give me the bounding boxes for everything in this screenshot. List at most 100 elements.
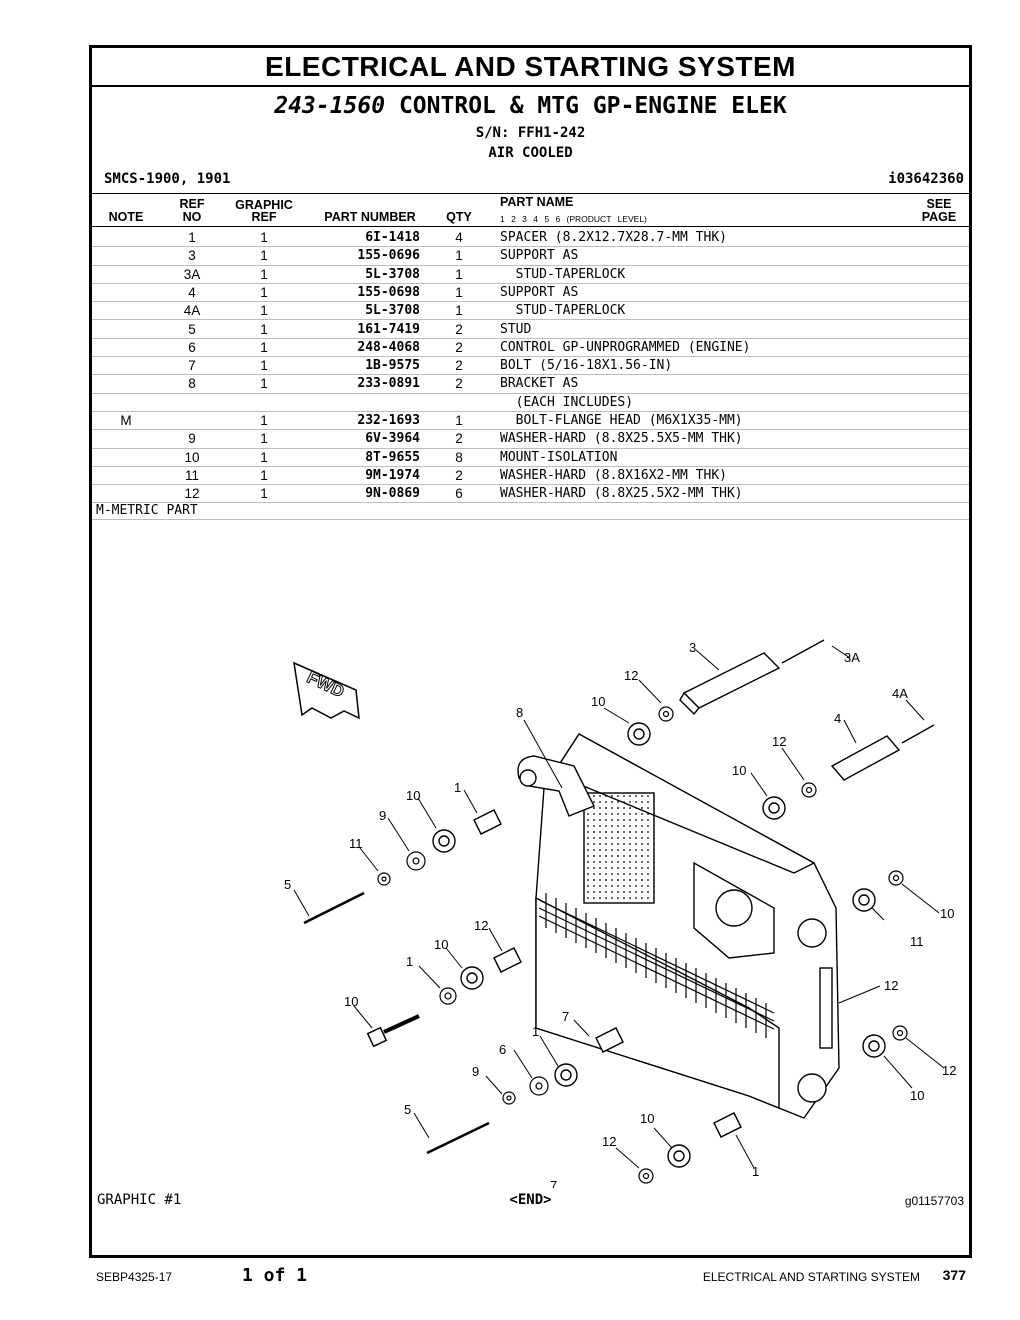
callout-label: 12 xyxy=(772,734,786,749)
row-part-number: 161-7419 xyxy=(357,321,420,337)
row-graphic-ref: 1 xyxy=(260,486,268,502)
table-row: 12 1 9N-0869 6 WASHER-HARD (8.8X25.5X2-MM TH… xyxy=(92,484,969,504)
row-graphic-ref: 1 xyxy=(260,321,268,337)
row-graphic-ref: 1 xyxy=(260,467,268,483)
row-ref-no: 9 xyxy=(188,431,196,447)
group-title: 243-1560 CONTROL & MTG GP-ENGINE ELEK xyxy=(92,93,969,119)
ecm-housing xyxy=(535,733,840,1119)
row-qty: 2 xyxy=(455,431,463,447)
bracket-part xyxy=(517,755,595,817)
row-graphic-ref: 1 xyxy=(260,266,268,282)
row-part-number: 9N-0869 xyxy=(365,486,420,502)
smcs-code: SMCS-1900, 1901 xyxy=(104,171,231,187)
callout-label: 12 xyxy=(602,1134,616,1149)
row-graphic-ref: 1 xyxy=(260,303,268,319)
callout-label: 12 xyxy=(942,1063,956,1078)
row-ref-no: 5 xyxy=(188,321,196,337)
row-ref-no: 10 xyxy=(184,449,200,465)
row-part-name: BOLT-FLANGE HEAD (M6X1X35-MM) xyxy=(500,413,743,428)
callout-label: 8 xyxy=(516,705,523,720)
row-part-name: STUD xyxy=(500,321,532,337)
row-graphic-ref: 1 xyxy=(260,413,268,428)
row-qty: 1 xyxy=(455,303,463,319)
row-qty: 2 xyxy=(455,376,463,392)
row-part-number: 248-4068 xyxy=(357,339,420,355)
row-graphic-ref: 1 xyxy=(260,339,268,355)
fwd-arrow-icon: FWD xyxy=(293,661,360,720)
metric-rule xyxy=(92,519,969,520)
isolation-mounts xyxy=(432,722,886,1168)
row-ref-no: 12 xyxy=(184,486,200,502)
row-part-name: SPACER (8.2X12.7X28.7-MM THK) xyxy=(500,230,727,245)
row-ref-no: 6 xyxy=(188,339,196,355)
col-note: NOTE xyxy=(108,210,144,224)
row-graphic-ref: 1 xyxy=(260,431,268,447)
row-part-name: (EACH INCLUDES) xyxy=(500,394,634,410)
callout-label: 10 xyxy=(406,788,420,803)
row-qty: 1 xyxy=(455,413,463,428)
row-qty: 2 xyxy=(455,321,463,337)
callout-label: 3A xyxy=(844,650,860,665)
row-qty: 2 xyxy=(455,467,463,483)
row-note: M xyxy=(120,413,132,428)
callout-labels: 33A12104A4812101109115121011012761910111… xyxy=(284,640,956,1188)
info-id: i03642360 xyxy=(888,171,964,187)
callout-label: 1 xyxy=(406,954,413,969)
row-qty: 2 xyxy=(455,339,463,355)
row-part-name: MOUNT-ISOLATION xyxy=(500,449,618,465)
row-part-name: SUPPORT AS xyxy=(500,248,579,264)
callout-label: 1 xyxy=(752,1164,759,1179)
spacers xyxy=(473,809,742,1138)
row-part-number: 8T-9655 xyxy=(365,449,420,465)
page-title: ELECTRICAL AND STARTING SYSTEM xyxy=(265,51,796,82)
callout-label: 5 xyxy=(284,877,291,892)
serial-number: S/N: FFH1-242 xyxy=(475,125,586,141)
row-graphic-ref: 1 xyxy=(260,358,268,374)
heat-sink-fins xyxy=(538,893,775,1038)
row-ref-no: 1 xyxy=(188,230,196,245)
callout-label: 4 xyxy=(834,711,841,726)
row-part-name: BOLT (5/16-18X1.56-IN) xyxy=(500,358,673,374)
callout-label: 10 xyxy=(640,1111,654,1126)
row-part-number: 1B-9575 xyxy=(365,358,420,374)
row-part-number: 6V-3964 xyxy=(365,431,420,447)
leader-lines xyxy=(293,645,945,1169)
row-qty: 6 xyxy=(455,486,463,502)
row-part-name: SUPPORT AS xyxy=(500,284,579,300)
graphic-label: GRAPHIC #1 xyxy=(97,1192,182,1208)
table-row: 5 1 161-7419 2 STUD xyxy=(92,320,969,339)
row-qty: 1 xyxy=(455,284,463,300)
row-part-number: 5L-3708 xyxy=(365,303,420,319)
title-rule xyxy=(92,85,969,87)
callout-label: 9 xyxy=(472,1064,479,1079)
support-3 xyxy=(679,639,825,716)
col-product-levels: 1 2 3 4 5 6 (PRODUCT LEVEL) xyxy=(500,214,647,224)
exploded-illustration: FWD xyxy=(284,639,956,1188)
callout-label: 12 xyxy=(884,978,898,993)
group-description: CONTROL & MTG GP-ENGINE ELEK xyxy=(398,93,787,119)
col-graphic-bottom: REF xyxy=(251,210,277,224)
callout-label: 1 xyxy=(454,780,461,795)
callout-label: 11 xyxy=(910,934,924,949)
callout-label: 6 xyxy=(499,1042,506,1057)
row-graphic-ref: 1 xyxy=(260,230,268,245)
row-ref-no: 3A xyxy=(183,266,201,282)
col-part-name: PART NAME xyxy=(500,195,574,209)
column-header-rule xyxy=(92,226,969,227)
col-qty: QTY xyxy=(446,210,472,224)
page-frame: ELECTRICAL AND STARTING SYSTEM 243-1560 … xyxy=(89,45,972,1258)
footer-section: ELECTRICAL AND STARTING SYSTEM xyxy=(702,1270,920,1284)
callout-label: 12 xyxy=(624,668,638,683)
callout-label: 10 xyxy=(732,763,746,778)
row-qty: 2 xyxy=(455,358,463,374)
row-part-name: WASHER-HARD (8.8X25.5X2-MM THK) xyxy=(500,486,743,502)
